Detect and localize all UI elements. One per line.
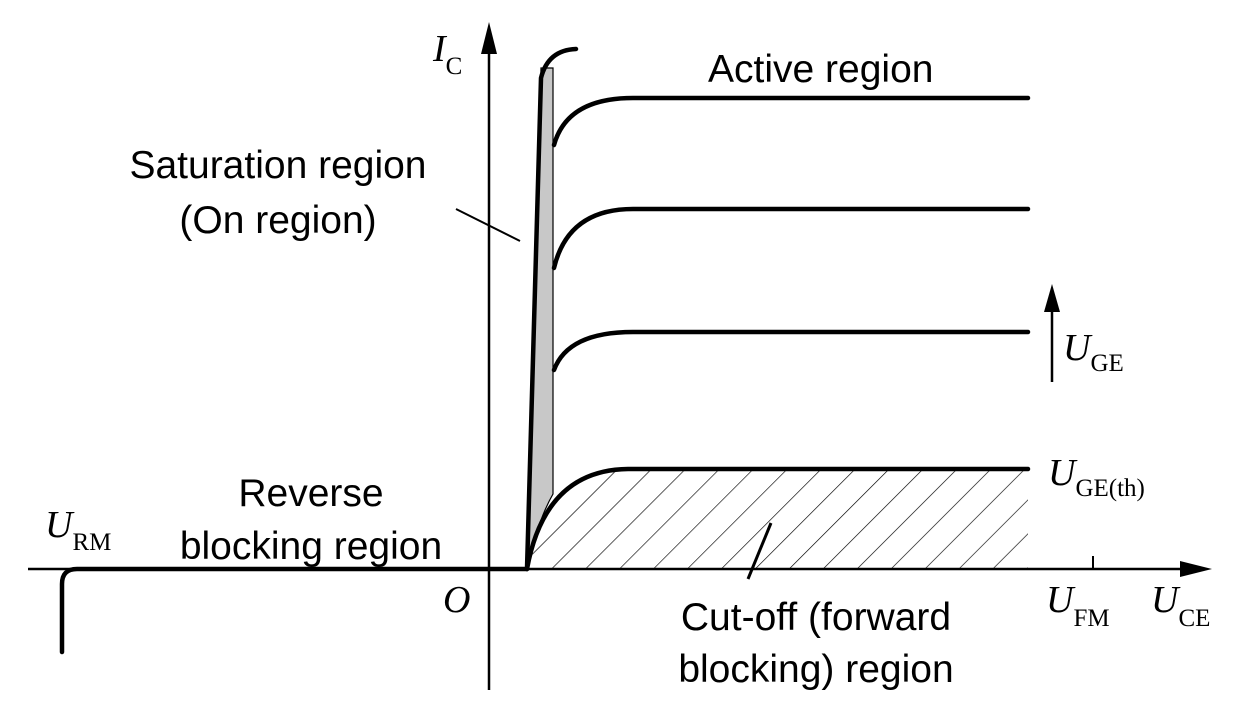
cutoff-region-label: Cut-off (forward: [681, 596, 951, 639]
reverse-region-sublabel: blocking region: [180, 525, 442, 568]
saturation-region-sublabel: (On region): [179, 199, 376, 242]
saturation-edge-curve: [524, 46, 579, 572]
output-curve-3: [551, 329, 1031, 373]
x-axis-label: UCE: [1151, 579, 1210, 632]
uge-increase-arrow-head: [1044, 284, 1060, 312]
urm-label: URM: [45, 504, 111, 556]
y-axis-label: IC: [432, 28, 462, 80]
active-region-label: Active region: [708, 48, 933, 91]
threshold-curve: [524, 466, 1031, 572]
x-axis-arrow: [1180, 561, 1212, 577]
cutoff-region-hatch: [527, 469, 1028, 569]
reverse-blocking-curve: [59, 566, 530, 655]
reverse-region-label: Reverse: [238, 472, 383, 515]
y-axis-arrow: [481, 22, 497, 54]
cutoff-leader-line: [746, 522, 773, 580]
ufm-label: UFM: [1046, 579, 1110, 632]
saturation-leader-line: [455, 208, 521, 242]
origin-label: O: [443, 579, 470, 621]
uge-threshold-label: UGE(th): [1048, 452, 1145, 502]
saturation-region-label: Saturation region: [129, 144, 426, 187]
uge-label: UGE: [1063, 327, 1124, 377]
cutoff-region-sublabel: blocking) region: [678, 648, 953, 691]
output-curve-2: [551, 206, 1031, 271]
output-curve-1: [551, 95, 1031, 148]
